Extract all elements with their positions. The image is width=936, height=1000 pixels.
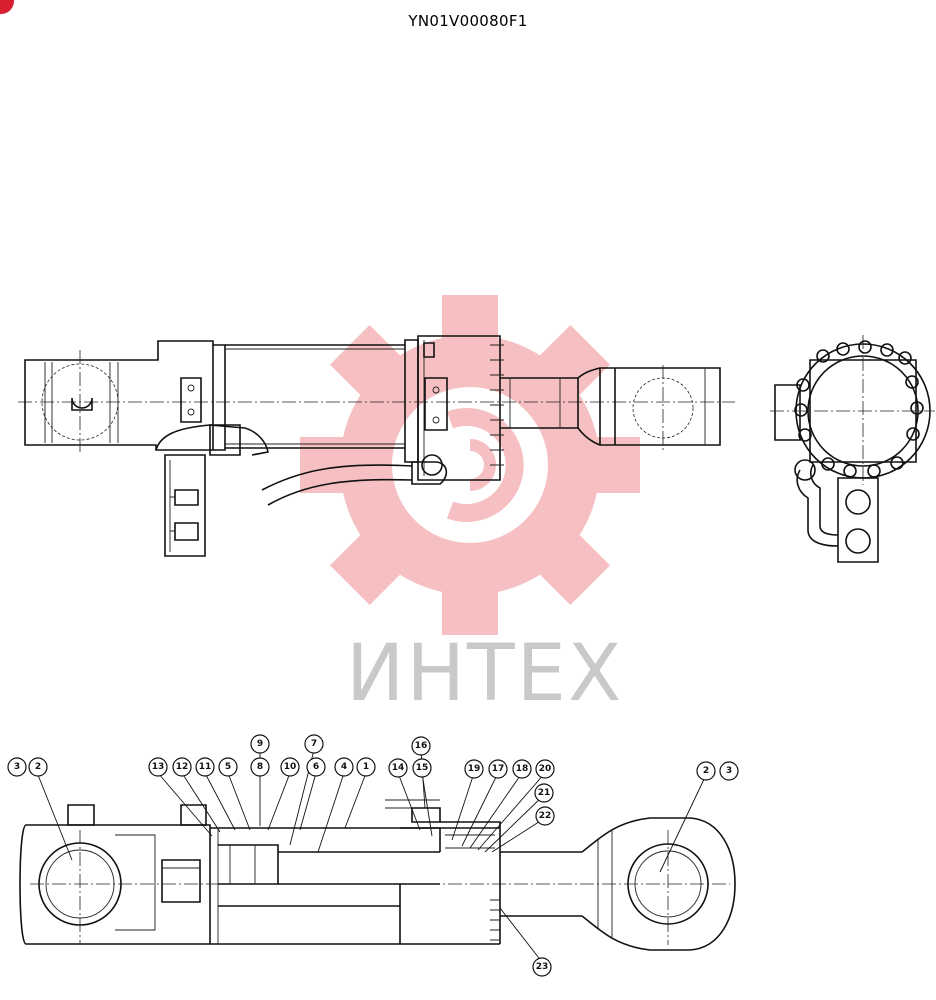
- page-title: YN01V00080F1: [408, 12, 528, 30]
- callout-20: 20: [535, 759, 555, 779]
- svg-text:23: 23: [536, 962, 549, 972]
- svg-text:3: 3: [14, 762, 20, 772]
- svg-text:14: 14: [392, 763, 405, 773]
- callout-7: 7: [304, 734, 324, 754]
- callout-22: 22: [535, 806, 555, 826]
- side-view-external: [18, 335, 735, 557]
- svg-text:17: 17: [492, 764, 505, 774]
- svg-text:4: 4: [341, 762, 347, 772]
- svg-text:22: 22: [539, 811, 552, 821]
- svg-text:6: 6: [313, 762, 319, 772]
- svg-text:13: 13: [152, 762, 165, 772]
- callout-18: 18: [512, 759, 532, 779]
- callout-9: 9: [250, 734, 270, 754]
- callout-13: 13: [148, 757, 168, 777]
- svg-text:9: 9: [257, 739, 263, 749]
- callout-8: 8: [250, 757, 270, 777]
- svg-text:21: 21: [538, 788, 551, 798]
- svg-text:8: 8: [257, 762, 263, 772]
- section-view: [19, 799, 736, 951]
- svg-text:5: 5: [225, 762, 231, 772]
- callout-23: 23: [532, 957, 552, 977]
- callout-1: 1: [356, 757, 376, 777]
- svg-text:19: 19: [468, 764, 481, 774]
- callout-3-right: 3: [719, 761, 739, 781]
- callout-4: 4: [334, 757, 354, 777]
- svg-text:7: 7: [311, 739, 317, 749]
- svg-text:18: 18: [516, 764, 529, 774]
- callout-10: 10: [280, 757, 300, 777]
- svg-text:15: 15: [416, 763, 429, 773]
- svg-text:1: 1: [363, 762, 369, 772]
- watermark-gear-icon: [300, 295, 640, 635]
- svg-text:2: 2: [35, 762, 41, 772]
- callout-14: 14: [388, 758, 408, 778]
- watermark-text: ИНТЕХ: [346, 629, 623, 719]
- callout-11: 11: [195, 757, 215, 777]
- callout-2-right: 2: [696, 761, 716, 781]
- svg-text:10: 10: [284, 762, 297, 772]
- svg-text:20: 20: [539, 764, 552, 774]
- callout-17: 17: [488, 759, 508, 779]
- callout-3-left: 3: [7, 757, 27, 777]
- svg-text:3: 3: [726, 766, 732, 776]
- callout-21: 21: [534, 783, 554, 803]
- callout-15: 15: [412, 758, 432, 778]
- svg-text:12: 12: [176, 762, 189, 772]
- callout-12: 12: [172, 757, 192, 777]
- end-view: [770, 335, 935, 563]
- callout-5: 5: [218, 757, 238, 777]
- svg-text:11: 11: [199, 762, 212, 772]
- leader-lines: [37, 749, 707, 963]
- callout-6: 6: [306, 757, 326, 777]
- callout-16: 16: [411, 736, 431, 756]
- svg-text:2: 2: [703, 766, 709, 776]
- callout-19: 19: [464, 759, 484, 779]
- svg-text:16: 16: [415, 741, 428, 751]
- callout-2-left: 2: [28, 757, 48, 777]
